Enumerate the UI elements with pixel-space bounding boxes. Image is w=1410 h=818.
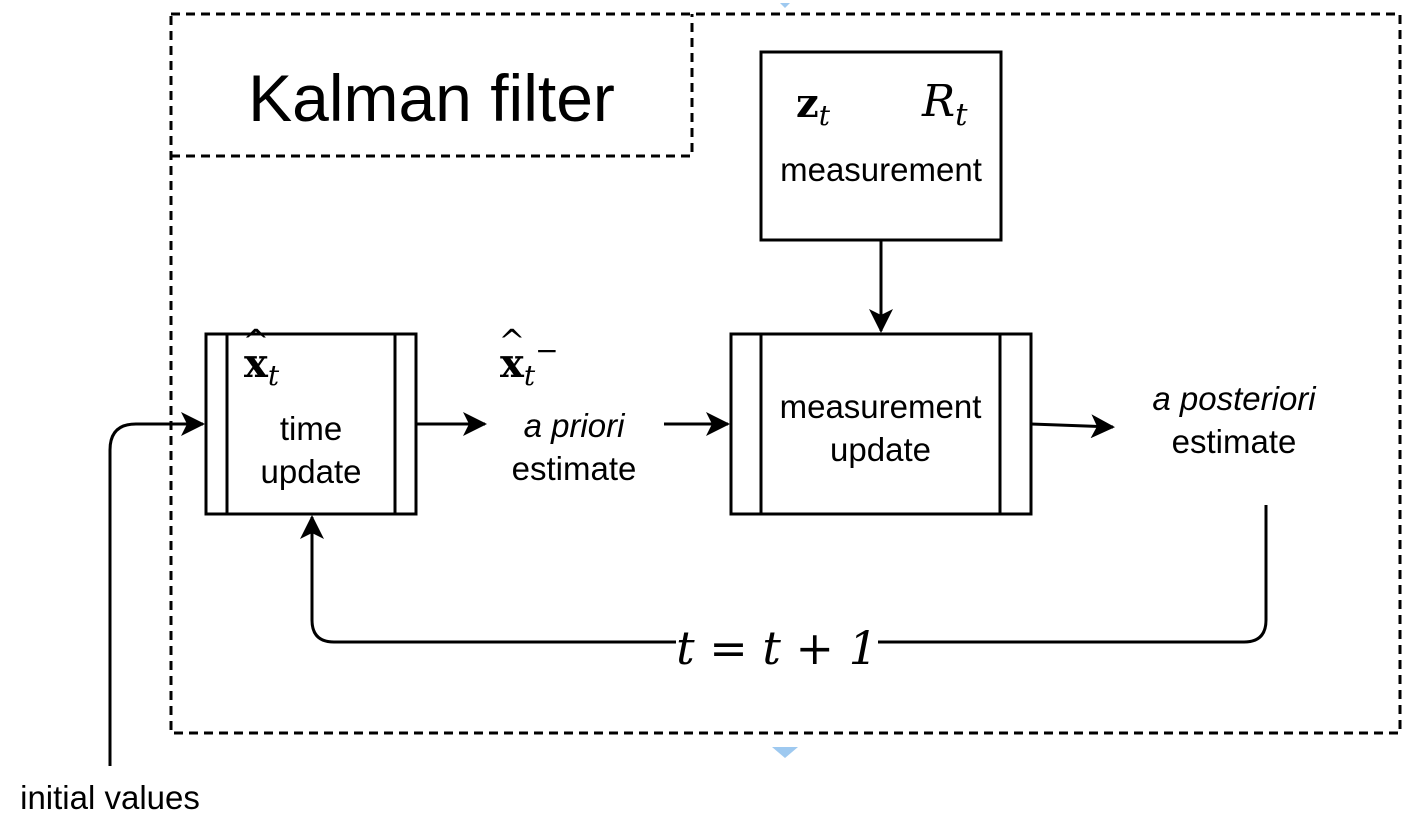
measurement-z-symbol: zt [796, 80, 830, 133]
initial-values-label: initial values [20, 779, 200, 816]
arrow-feedback-loop [312, 505, 1268, 644]
time-update-x-hat: ^xt [242, 322, 280, 393]
time-update-label: time update [260, 410, 362, 490]
diagram-title: Kalman filter [248, 61, 615, 135]
loop-label: t = t + 1 [676, 621, 878, 675]
measurement-update-label: measurement update [779, 388, 982, 468]
arrow-initial-values [108, 412, 205, 766]
editor-handles [772, 3, 798, 758]
measurement-label: measurement [780, 151, 982, 188]
time-update-box [204, 332, 418, 516]
measurement-box [759, 50, 1003, 242]
measurement-r-symbol: Rt [922, 76, 968, 134]
title-box-border [171, 14, 694, 158]
apriori-x-hat: ^xt− [498, 322, 559, 393]
measurement-update-box [729, 332, 1033, 516]
arrow-measurement-update-to-aposteriori [1030, 414, 1115, 439]
aposteriori-label: a posteriori estimate [1152, 380, 1316, 460]
apriori-label: a priori estimate [511, 407, 637, 487]
